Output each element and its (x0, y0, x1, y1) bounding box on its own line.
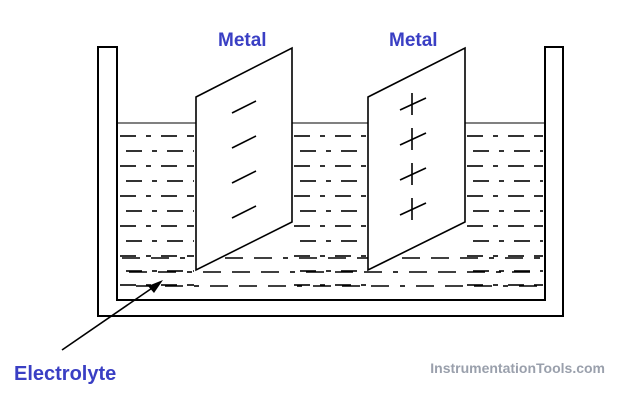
watermark: InstrumentationTools.com (430, 360, 605, 376)
minus-mark (231, 205, 257, 219)
metal-plate-right-body (367, 46, 466, 272)
metal-plate-right (367, 46, 466, 272)
plus-mark-h (399, 132, 427, 146)
minus-mark (231, 170, 257, 184)
container (97, 46, 564, 317)
negative-charge-marks (231, 100, 257, 219)
minus-mark (231, 100, 257, 114)
arrow-shaft (61, 283, 159, 351)
container-outer-wall (97, 46, 564, 317)
metal-plate-left (195, 46, 293, 272)
metal-label-right: Metal (389, 30, 438, 51)
metal-plate-left-body (195, 46, 293, 272)
plus-mark-h (399, 167, 427, 181)
plus-mark-h (399, 202, 427, 216)
arrow-head (148, 280, 163, 293)
electrolyte-arrow (61, 280, 163, 351)
metal-label-left: Metal (218, 30, 267, 51)
electrolyte-dashes (120, 135, 543, 287)
electrolyte-label: Electrolyte (14, 363, 116, 385)
minus-mark (231, 135, 257, 149)
plus-mark-h (399, 97, 427, 111)
positive-charge-marks (399, 93, 427, 220)
